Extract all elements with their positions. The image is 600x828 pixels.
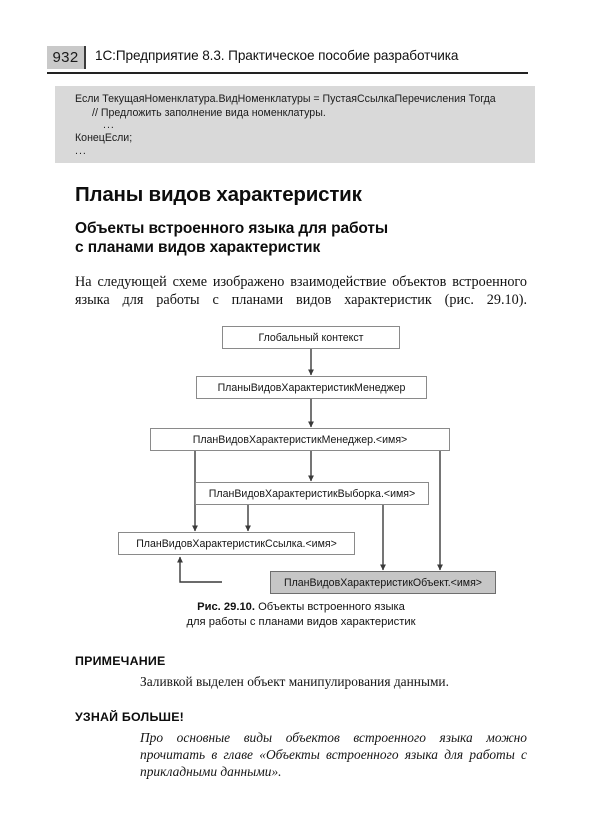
running-head: 932 1С:Предприятие 8.3. Практическое пос… [47, 44, 528, 74]
code-line: // Предложить заполнение вида номенклату… [92, 107, 326, 119]
subsection-heading-line2: с планами видов характеристик [75, 239, 321, 256]
note-title-uznay-bolshe: УЗНАЙ БОЛЬШЕ! [75, 710, 184, 724]
subsection-heading-line1: Объекты встроенного языка для работы [75, 220, 389, 237]
code-line: КонецЕсли; [75, 132, 133, 144]
note-body-uznay-bolshe: Про основные виды объектов встроенного я… [140, 730, 527, 779]
code-line: ... [75, 145, 87, 157]
section-heading: Планы видов характеристик [75, 183, 362, 206]
diagram-node-selection-name: ПланВидовХарактеристикВыборка.<имя> [195, 482, 429, 505]
figure-caption-text1: Объекты встроенного языка [255, 601, 405, 613]
header-rule [47, 72, 528, 74]
header-title: 1С:Предприятие 8.3. Практическое пособие… [95, 48, 459, 63]
code-line: Если ТекущаяНоменклатура.ВидНоменклатуры… [75, 93, 496, 105]
note-title-primechanie: ПРИМЕЧАНИЕ [75, 654, 166, 668]
code-listing: Если ТекущаяНоменклатура.ВидНоменклатуры… [55, 86, 535, 163]
diagram-node-manager-name: ПланВидовХарактеристикМенеджер.<имя> [150, 428, 450, 451]
page-number-box: 932 [47, 46, 86, 69]
code-line: ... [103, 119, 115, 131]
figure-caption: Рис. 29.10. Объекты встроенного языка дл… [75, 600, 527, 629]
diagram-node-reference-name: ПланВидовХарактеристикСсылка.<имя> [118, 532, 355, 555]
diagram-node-manager: ПланыВидовХарактеристикМенеджер [196, 376, 427, 399]
figure-caption-label: Рис. 29.10. [197, 601, 255, 613]
page-number: 932 [52, 49, 79, 66]
figure-caption-line2: для работы с планами видов характеристик [186, 615, 416, 628]
subsection-heading: Объекты встроенного языка для работы с п… [75, 219, 388, 257]
note-body-primechanie: Заливкой выделен объект манипулирования … [140, 674, 449, 689]
diagram-node-global-context: Глобальный контекст [222, 326, 400, 349]
body-paragraph: На следующей схеме изображено взаимодейс… [75, 274, 527, 308]
figure-caption-line1: Рис. 29.10. Объекты встроенного языка [75, 600, 527, 615]
diagram-node-object-name: ПланВидовХарактеристикОбъект.<имя> [270, 571, 496, 594]
